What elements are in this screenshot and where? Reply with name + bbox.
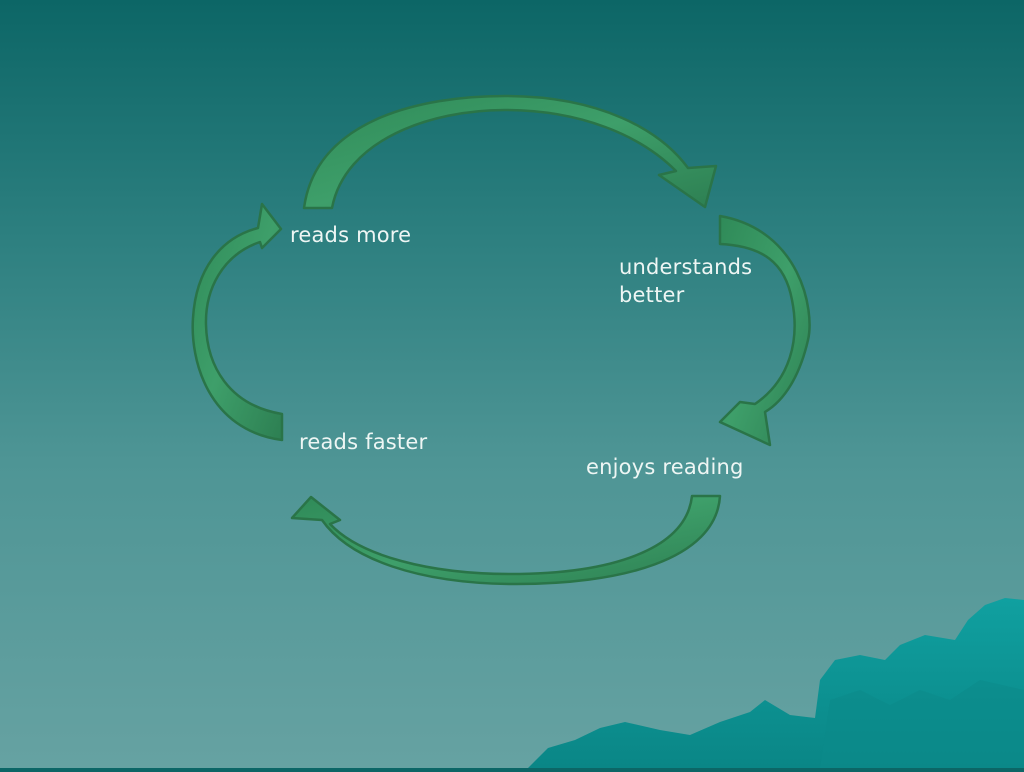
arrow-right — [718, 214, 811, 447]
node-label: reads more — [290, 223, 412, 247]
node-reads-more: reads more — [290, 221, 411, 249]
arrow-top — [302, 94, 718, 210]
arrow-bottom — [290, 494, 722, 586]
iceberg-shading — [820, 680, 1024, 768]
node-label: understands — [619, 255, 753, 279]
node-label: reads faster — [299, 430, 428, 454]
node-enjoys-reading: enjoys reading — [586, 453, 744, 481]
node-label: enjoys reading — [586, 455, 744, 479]
node-label: better — [619, 283, 685, 307]
node-reads-faster: reads faster — [299, 428, 427, 456]
arrow-left — [191, 202, 284, 442]
node-understands-better: understands better — [619, 253, 752, 309]
